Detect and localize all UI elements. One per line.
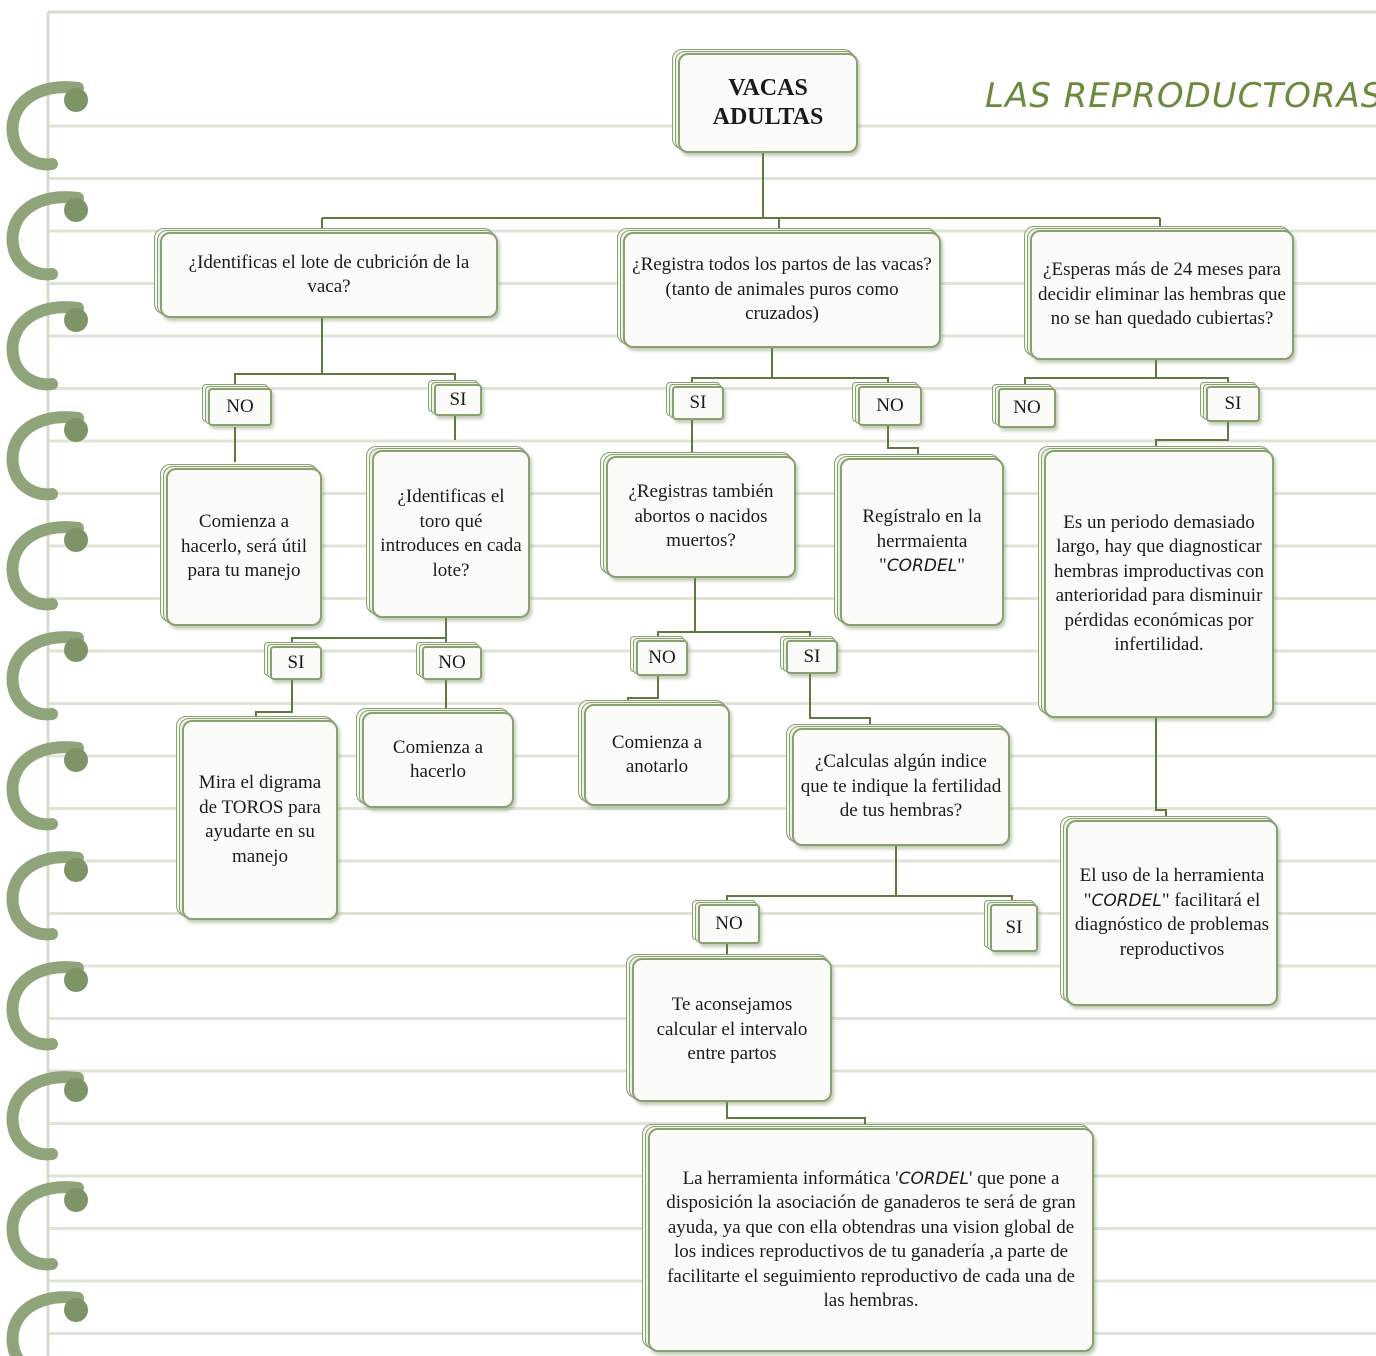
answer-text: Mira el digrama de TOROS para ayudarte e… bbox=[198, 772, 322, 867]
question-text: ¿Identificas el lote de cubrición de la … bbox=[188, 251, 470, 298]
answer-herramienta-cordel: La herramienta informática 'CORDEL' que … bbox=[642, 1124, 1094, 1352]
label-si: SI bbox=[264, 642, 322, 680]
label-no: NO bbox=[202, 384, 272, 426]
root-label: VACAS ADULTAS bbox=[712, 75, 824, 130]
answer-text: Regístralo en la herrmaienta "CORDEL" bbox=[862, 506, 982, 577]
answer-comienza-hacerlo-util: Comienza a hacerlo, será útil para tu ma… bbox=[160, 464, 322, 626]
question-indice-fertilidad: ¿Calculas algún indice que te indique la… bbox=[786, 724, 1010, 846]
label-si: SI bbox=[1200, 382, 1260, 422]
question-abortos: ¿Registras también abortos o nacidos mue… bbox=[600, 452, 796, 578]
question-text: ¿Registra todos los partos de las vacas?… bbox=[632, 254, 932, 325]
question-lote-cubricion: ¿Identificas el lote de cubrición de la … bbox=[154, 228, 498, 318]
question-text: ¿Identificas el toro qué introduces en c… bbox=[380, 486, 522, 581]
answer-registralo-cordel: Regístralo en la herrmaienta "CORDEL" bbox=[834, 454, 1004, 626]
answer-text: Es un periodo demasiado largo, hay que d… bbox=[1053, 511, 1264, 656]
answer-text: Comienza a hacerlo, será útil para tu ma… bbox=[180, 511, 308, 582]
page-title: LAS REPRODUCTORAS bbox=[985, 76, 1376, 116]
question-text: ¿Esperas más de 24 meses para decidir el… bbox=[1038, 259, 1286, 330]
label-si: SI bbox=[666, 382, 724, 420]
label-no: NO bbox=[630, 636, 688, 676]
answer-comienza-anotarlo: Comienza a anotarlo bbox=[578, 700, 730, 806]
answer-diagrama-toros: Mira el digrama de TOROS para ayudarte e… bbox=[176, 716, 338, 920]
answer-text: Comienza a anotarlo bbox=[611, 731, 703, 778]
answer-intervalo-partos: Te aconsejamos calcular el intervalo ent… bbox=[626, 954, 832, 1102]
answer-text: El uso de la herramienta "CORDEL" facili… bbox=[1074, 865, 1270, 960]
label-no: NO bbox=[692, 900, 760, 944]
answer-text: Comienza a hacerlo bbox=[392, 736, 484, 783]
label-si: SI bbox=[780, 636, 838, 674]
cordel-brand: CORDEL bbox=[898, 1168, 969, 1189]
question-24-meses: ¿Esperas más de 24 meses para decidir el… bbox=[1024, 226, 1294, 360]
root-node: VACAS ADULTAS bbox=[672, 49, 858, 153]
label-no: NO bbox=[852, 382, 922, 426]
cordel-brand: CORDEL bbox=[1091, 890, 1162, 911]
question-text: ¿Registras también abortos o nacidos mue… bbox=[628, 481, 774, 552]
answer-text: Te aconsejamos calcular el intervalo ent… bbox=[656, 994, 808, 1065]
label-si: SI bbox=[428, 380, 482, 416]
label-no: NO bbox=[416, 642, 482, 680]
spiral-binding-icon bbox=[6, 81, 88, 1356]
answer-comienza-hacerlo: Comienza a hacerlo bbox=[356, 708, 514, 808]
answer-text: La herramienta informática 'CORDEL' que … bbox=[666, 1167, 1076, 1312]
label-si: SI bbox=[984, 900, 1038, 952]
answer-periodo-largo: Es un periodo demasiado largo, hay que d… bbox=[1038, 446, 1274, 718]
question-registro-partos: ¿Registra todos los partos de las vacas?… bbox=[617, 228, 941, 348]
question-text: ¿Calculas algún indice que te indique la… bbox=[800, 751, 1002, 822]
question-identificas-toro: ¿Identificas el toro qué introduces en c… bbox=[366, 446, 530, 618]
label-no: NO bbox=[992, 384, 1056, 428]
cordel-brand: CORDEL bbox=[886, 556, 958, 577]
answer-uso-cordel: El uso de la herramienta "CORDEL" facili… bbox=[1060, 816, 1278, 1006]
